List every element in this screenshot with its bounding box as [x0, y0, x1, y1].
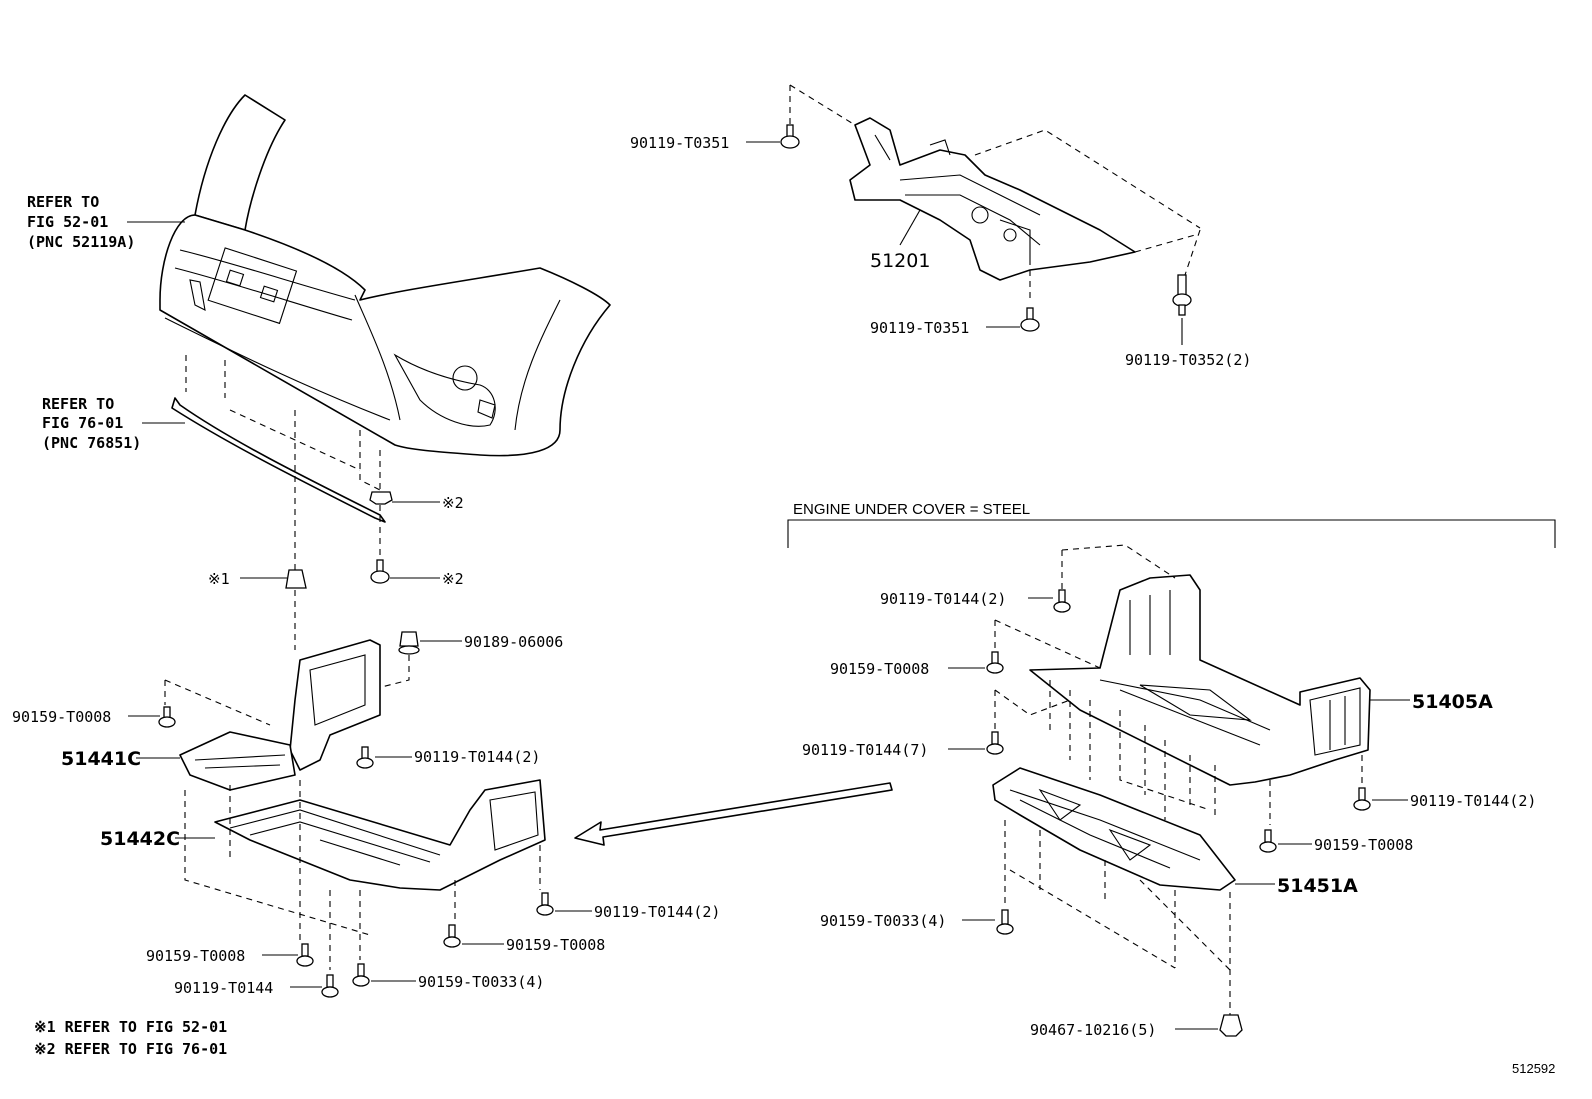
part-90119-t0144-2-right-label: 90119-T0144(2)	[1410, 792, 1536, 810]
part-51201-label: 51201	[870, 250, 930, 272]
part-90159-t0033-4-left-label: 90159-T0033(4)	[418, 973, 544, 991]
ref1-label: ※1	[208, 570, 230, 588]
screw-ref2-icon	[370, 559, 390, 584]
grille-ref-line2: FIG 76-01	[42, 414, 123, 432]
grille-ref-line3: (PNC 76851)	[42, 434, 141, 452]
ref2-b-label: ※2	[442, 570, 464, 588]
bumper-ref-line2: FIG 52-01	[27, 213, 108, 231]
bumper-ref-line3: (PNC 52119A)	[27, 233, 135, 251]
front-bumper-cover	[159, 94, 611, 457]
note-2: ※2 REFER TO FIG 76-01	[34, 1040, 227, 1058]
clip-ref2-icon	[369, 491, 393, 505]
engine-under-cover-heading: ENGINE UNDER COVER = STEEL	[793, 501, 1030, 518]
bolt-90119-t0144-right-icon	[1353, 787, 1371, 811]
clip-90467-10216-icon	[1219, 1014, 1243, 1037]
bolt-90159-t0008-left-icon	[158, 706, 176, 728]
part-51442c-label: 51442C	[100, 828, 180, 850]
part-51441c-shape	[179, 639, 381, 791]
bolt-90119-t0144-bottom-icon	[321, 974, 339, 998]
bumper-ref-line1: REFER TO	[27, 193, 99, 211]
part-90159-t0008-bottom-label: 90159-T0008	[146, 947, 245, 965]
bolt-90159-t0033-right-icon	[996, 909, 1014, 935]
bolt-90159-t0008-right-icon	[1259, 829, 1277, 853]
bolt-90159-t0008-right-top-icon	[986, 651, 1004, 674]
grille-ref-line1: REFER TO	[42, 395, 114, 413]
bolt-90119-t0144-b-icon	[536, 892, 554, 916]
part-51441c-label: 51441C	[61, 748, 141, 770]
part-51442c-shape	[214, 779, 546, 891]
bolt-90119-t0352-icon	[1172, 274, 1192, 316]
part-90159-t0008-lower-label: 90159-T0008	[506, 936, 605, 954]
part-51451a-label: 51451A	[1277, 875, 1358, 897]
part-90119-t0352-label: 90119-T0352(2)	[1125, 351, 1251, 369]
lower-grille-molding	[171, 397, 386, 523]
part-90119-t0144-2-right-top-label: 90119-T0144(2)	[880, 590, 1006, 608]
bolt-90119-t0351-top-icon	[780, 124, 800, 149]
part-90159-t0008-right-top-label: 90159-T0008	[830, 660, 929, 678]
ref2-a-label: ※2	[442, 494, 464, 512]
part-90119-t0351-top-label: 90119-T0351	[630, 134, 729, 152]
bolt-90159-t0033-left-icon	[352, 963, 370, 987]
part-51201-shape	[849, 117, 1136, 281]
clip-90189-icon	[398, 631, 420, 655]
part-90159-t0033-4-right-label: 90159-T0033(4)	[820, 912, 946, 930]
part-90189-06006-label: 90189-06006	[464, 633, 563, 651]
clip-ref1-icon	[285, 569, 307, 589]
part-51451a-shape	[992, 767, 1236, 891]
part-90467-10216-label: 90467-10216(5)	[1030, 1021, 1156, 1039]
bolt-90119-t0144-a-icon	[356, 746, 374, 769]
part-90119-t0144-2-lower-label: 90119-T0144(2)	[594, 903, 720, 921]
part-51405a-shape	[1029, 574, 1371, 786]
direction-arrow-icon	[574, 782, 893, 846]
bolt-90159-t0008-bottom-icon	[296, 943, 314, 967]
bolt-90119-t0144-right-top-icon	[1053, 589, 1071, 613]
bolt-90119-t0351-bottom-icon	[1020, 307, 1040, 332]
part-90159-t0008-left-label: 90159-T0008	[12, 708, 111, 726]
part-90159-t0008-right-label: 90159-T0008	[1314, 836, 1413, 854]
part-90119-t0144-7-label: 90119-T0144(7)	[802, 741, 928, 759]
note-1: ※1 REFER TO FIG 52-01	[34, 1018, 227, 1036]
diagram-number: 512592	[1512, 1061, 1555, 1076]
part-90119-t0144-2-left-label: 90119-T0144(2)	[414, 748, 540, 766]
part-51405a-label: 51405A	[1412, 691, 1493, 713]
part-90119-t0144-bottom-label: 90119-T0144	[174, 979, 273, 997]
bolt-90119-t0144-7-icon	[986, 731, 1004, 755]
bolt-90159-t0008-lower-icon	[443, 924, 461, 948]
part-90119-t0351-bottom-label: 90119-T0351	[870, 319, 969, 337]
